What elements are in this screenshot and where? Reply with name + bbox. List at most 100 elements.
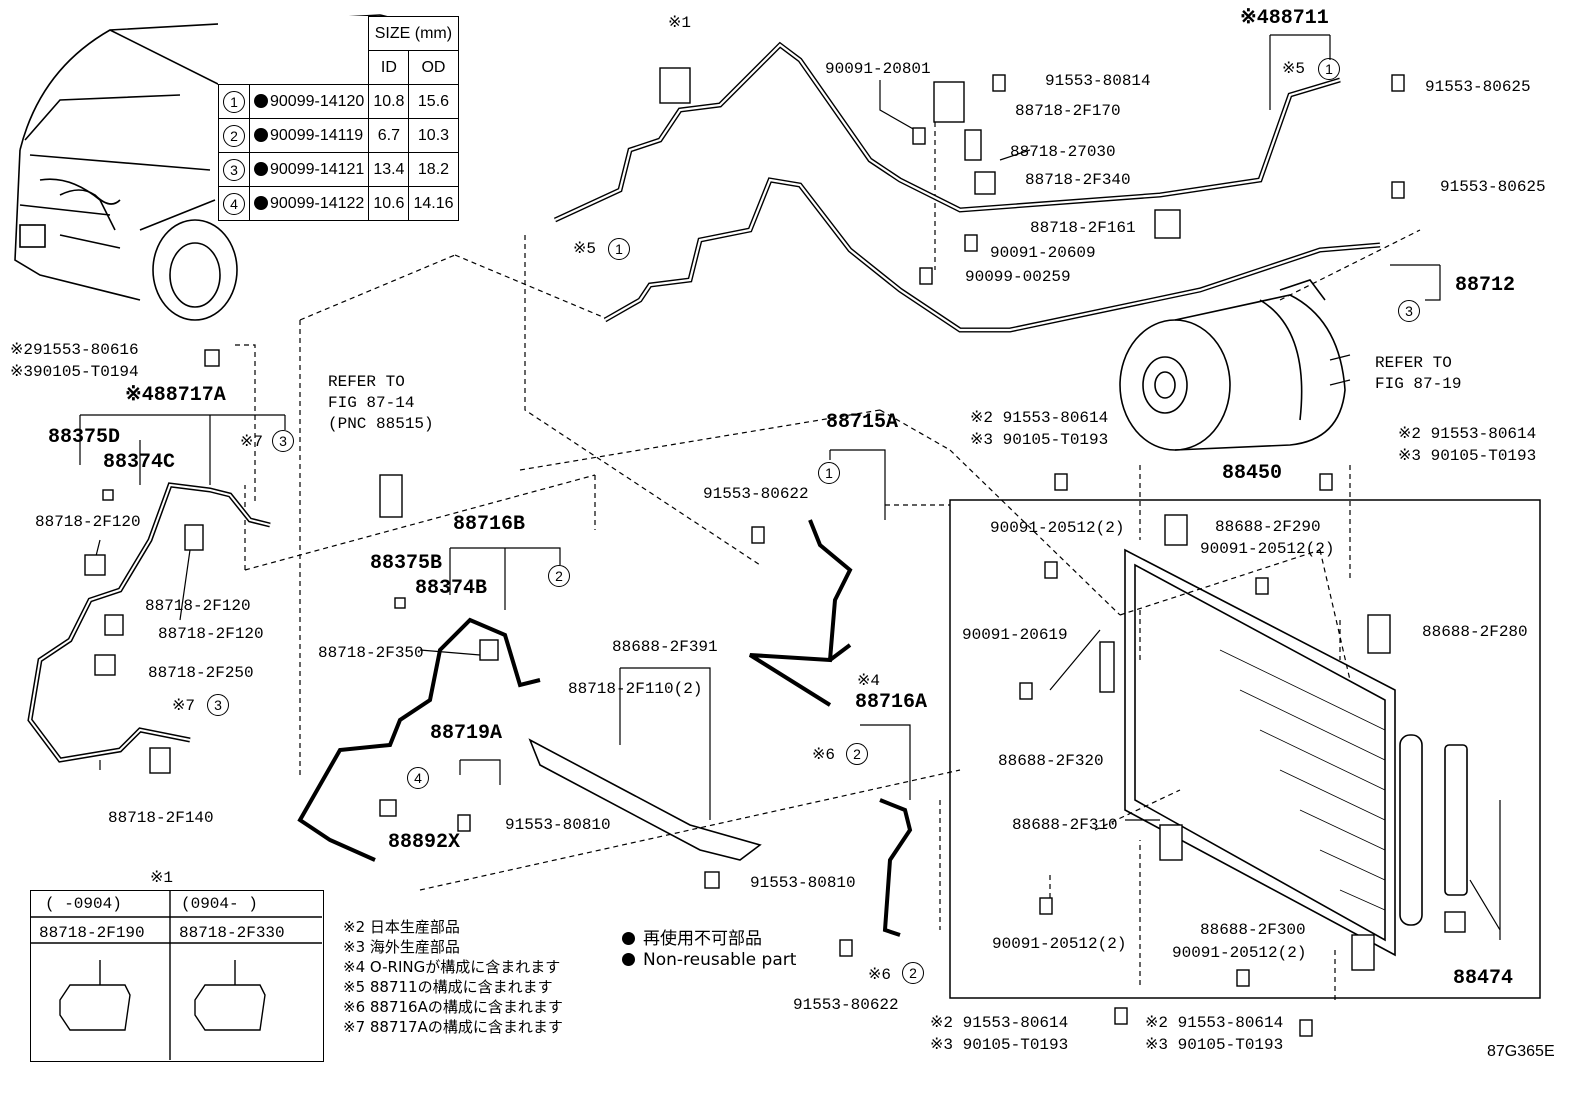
note7-marker-b: ※7 [172, 697, 196, 715]
inset-range-late: (0904- ) [181, 895, 258, 913]
ref-number: 3 [223, 158, 245, 181]
part-label-88718-2F250[interactable]: 88718-2F250 [148, 664, 254, 682]
part-label-90091-20512-c[interactable]: 90091-20512(2) [992, 935, 1127, 953]
part-label-88375B[interactable]: 88375B [370, 552, 443, 575]
condenser [1124, 548, 1468, 957]
van-illustration [14, 14, 401, 321]
refer-fig-87-14-line3: (PNC 88515) [328, 415, 434, 433]
part-label-90091-20619[interactable]: 90091-20619 [962, 626, 1068, 644]
note4-marker: ※4 [857, 672, 881, 690]
part-label-91553-80810-a[interactable]: 91553-80810 [505, 816, 611, 834]
part-label-90091-20512-a[interactable]: 90091-20512(2) [990, 519, 1125, 537]
part-label-90105-T0193-b[interactable]: ※3 90105-T0193 [1398, 447, 1537, 465]
part-label-90091-20609[interactable]: 90091-20609 [990, 244, 1096, 262]
table-row: 3 90099-14121 13.4 18.2 [218, 152, 459, 187]
part-label-90091-20801[interactable]: 90091-20801 [825, 60, 931, 78]
inset-title: ※1 [150, 869, 174, 887]
note7-marker: ※7 [240, 433, 264, 451]
part-label-88711[interactable]: ※488711 [1240, 7, 1329, 30]
part-label-88716A[interactable]: 88716A [855, 691, 928, 714]
part-label-88718-2F340[interactable]: 88718-2F340 [1025, 171, 1131, 189]
ref-circle-3: 3 [207, 694, 229, 716]
part-label-88718-27030[interactable]: 88718-27030 [1010, 143, 1116, 161]
ref-circle-2: 2 [846, 743, 868, 765]
part-label-88717A[interactable]: ※488717A [125, 384, 226, 407]
part-label-90105-T0193-a[interactable]: ※3 90105-T0193 [970, 431, 1109, 449]
od-value: 10.3 [408, 118, 459, 153]
ref-number: 1 [223, 90, 245, 113]
part-label-91553-80614-c[interactable]: ※2 91553-80614 [930, 1014, 1069, 1032]
part-label-88718-2F110[interactable]: 88718-2F110(2) [568, 680, 703, 698]
legend-en-text: Non-reusable part [643, 950, 797, 970]
part-label-88718-2F161[interactable]: 88718-2F161 [1030, 219, 1136, 237]
table-row: 2 90099-14119 6.7 10.3 [218, 118, 459, 153]
ref-circle-3: 3 [272, 430, 294, 452]
part-label-90105-T0194[interactable]: ※390105-T0194 [10, 363, 139, 381]
od-value: 15.6 [408, 84, 459, 119]
id-value: 6.7 [368, 118, 410, 153]
part-label-90105-T0193-c[interactable]: ※3 90105-T0193 [930, 1036, 1069, 1054]
part-label-91553-80622-a[interactable]: 91553-80622 [703, 485, 809, 503]
non-reusable-dot-icon [622, 953, 635, 966]
part-label-88718-2F170[interactable]: 88718-2F170 [1015, 102, 1121, 120]
note5-marker-left: ※5 [573, 240, 597, 258]
note6-marker-b: ※6 [868, 966, 892, 984]
part-label-88375D[interactable]: 88375D [48, 426, 121, 449]
part-label-88716B[interactable]: 88716B [453, 513, 526, 536]
part-label-88718-2F120-a[interactable]: 88718-2F120 [35, 513, 141, 531]
part-label-88688-2F391[interactable]: 88688-2F391 [612, 638, 718, 656]
part-label-91553-80614-b[interactable]: ※2 91553-80614 [1398, 425, 1537, 443]
part-label-88450[interactable]: 88450 [1222, 462, 1283, 485]
pipe-inner [554, 43, 1381, 332]
part-label-88715A[interactable]: 88715A [826, 411, 899, 434]
refer-fig-87-14-line2[interactable]: FIG 87-14 [328, 394, 415, 412]
part-label-88688-2F300[interactable]: 88688-2F300 [1200, 921, 1306, 939]
part-label-88892X[interactable]: 88892X [388, 831, 461, 854]
figure-code: 87G365E [1487, 1043, 1555, 1060]
ref-circle-2: 2 [902, 962, 924, 984]
part-label-88718-2F190[interactable]: 88718-2F190 [39, 924, 145, 942]
part-label-88688-2F290[interactable]: 88688-2F290 [1215, 518, 1321, 536]
part-label-91553-80616[interactable]: ※291553-80616 [10, 341, 139, 359]
note1-marker: ※1 [668, 14, 692, 32]
legend-jp: 再使用不可部品 [622, 924, 762, 949]
ref-circle-1: 1 [608, 238, 630, 260]
part-label-91553-80625-a[interactable]: 91553-80625 [1425, 78, 1531, 96]
part-label-88718-2F120-c[interactable]: 88718-2F120 [158, 625, 264, 643]
part-label-88688-2F320[interactable]: 88688-2F320 [998, 752, 1104, 770]
part-label-88688-2F280[interactable]: 88688-2F280 [1422, 623, 1528, 641]
note-line: ※5 88711の構成に含まれます [343, 978, 553, 996]
part-label-91553-80614-a[interactable]: ※2 91553-80614 [970, 409, 1109, 427]
part-label-88712[interactable]: 88712 [1455, 274, 1516, 297]
part-label-90091-20512-b[interactable]: 90091-20512(2) [1200, 540, 1335, 558]
part-label-91553-80622-b[interactable]: 91553-80622 [793, 996, 899, 1014]
part-label-88718-2F350[interactable]: 88718-2F350 [318, 644, 424, 662]
id-header: ID [368, 50, 410, 85]
part-label-91553-80810-b[interactable]: 91553-80810 [750, 874, 856, 892]
part-label-91553-80614-d[interactable]: ※2 91553-80614 [1145, 1014, 1284, 1032]
part-label-88718-2F330[interactable]: 88718-2F330 [179, 924, 285, 942]
pipe-88717A-inner [28, 483, 271, 762]
refer-fig-87-19-line2[interactable]: FIG 87-19 [1375, 375, 1462, 393]
part-label-88374C[interactable]: 88374C [103, 451, 176, 474]
part-label-91553-80625-b[interactable]: 91553-80625 [1440, 178, 1546, 196]
id-value: 10.6 [368, 186, 410, 221]
id-value: 10.8 [368, 84, 410, 119]
part-label-90099-00259[interactable]: 90099-00259 [965, 268, 1071, 286]
part-label-88474[interactable]: 88474 [1453, 967, 1514, 990]
non-reusable-dot-icon [254, 93, 268, 108]
condenser-box [949, 499, 1541, 999]
part-label-88374B[interactable]: 88374B [415, 577, 488, 600]
part-label-88718-2F120-b[interactable]: 88718-2F120 [145, 597, 251, 615]
non-reusable-dot-icon [254, 127, 268, 142]
part-label-91553-80814[interactable]: 91553-80814 [1045, 72, 1151, 90]
part-label-90105-T0193-d[interactable]: ※3 90105-T0193 [1145, 1036, 1284, 1054]
part-label-88719A[interactable]: 88719A [430, 722, 503, 745]
legend-en: Non-reusable part [622, 950, 796, 970]
part-label-88718-2F140[interactable]: 88718-2F140 [108, 809, 214, 827]
part-label-90091-20512-d[interactable]: 90091-20512(2) [1172, 944, 1307, 962]
ref-number: 2 [223, 124, 245, 147]
part-label-88688-2F310[interactable]: 88688-2F310 [1012, 816, 1118, 834]
ref-circle-2: 2 [548, 565, 570, 587]
